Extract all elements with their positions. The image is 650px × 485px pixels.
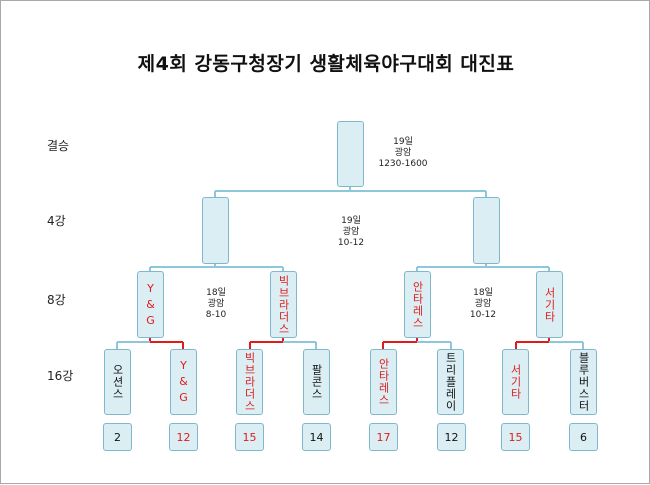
quarter-left-venue: 광암 [207, 299, 225, 309]
quarter-team-1-char-3: G [146, 313, 155, 327]
r16-team-box-8: 블루버스터 [570, 349, 597, 415]
quarter-team-box-4: 서기타 [536, 271, 563, 338]
round-label-semi: 4강 [47, 214, 66, 228]
quarter-left-time: 8-10 [205, 310, 227, 320]
r16-score-8: 6 [569, 423, 598, 451]
r16-team-3-name: 빅브라더스 [243, 352, 256, 412]
round-label-r16: 16강 [47, 369, 74, 383]
semi-time: 10-12 [337, 238, 365, 248]
r16-team-5-name: 안타레스 [377, 358, 390, 406]
r16-score-4: 14 [302, 423, 331, 451]
quarter-team-1-name: Y & G [146, 281, 155, 329]
quarter-right-venue: 광암 [474, 299, 492, 309]
r16-team-box-5: 안타레스 [370, 349, 397, 415]
r16-team-2-char-1: Y [180, 359, 187, 372]
r16-team-box-6: 트리플레이 [437, 349, 464, 415]
semi-venue: 광암 [342, 227, 360, 237]
semi-date: 19일 [341, 216, 361, 226]
r16-team-2-char-3: G [179, 391, 188, 404]
quarter-team-box-1: Y & G [137, 271, 164, 338]
r16-team-2-char-2: & [179, 375, 188, 388]
r16-team-2-name: Y & G [179, 358, 188, 406]
r16-team-box-3: 빅브라더스 [236, 349, 263, 415]
final-match-box [337, 121, 364, 187]
quarter-left-schedule-note: 18일 광암 8-10 [189, 288, 243, 321]
r16-score-7: 15 [501, 423, 530, 451]
quarter-right-date: 18일 [473, 288, 493, 298]
r16-score-1: 2 [103, 423, 132, 451]
semi-schedule-note: 19일 광암 10-12 [322, 216, 380, 249]
final-date: 19일 [393, 137, 413, 147]
quarter-right-schedule-note: 18일 광암 10-12 [455, 288, 511, 321]
quarter-team-1-char-2: & [146, 297, 155, 311]
final-venue: 광암 [394, 148, 412, 158]
final-time: 1230-1600 [378, 159, 428, 169]
page-title: 제4회 강동구청장기 생활체육야구대회 대진표 [137, 53, 515, 75]
r16-team-box-7: 서기타 [502, 349, 529, 415]
quarter-team-3-name: 안타레스 [411, 280, 424, 329]
final-schedule-note: 19일 광암 1230-1600 [373, 137, 433, 170]
r16-team-4-name: 팔콘스 [310, 364, 323, 400]
quarter-left-date: 18일 [206, 288, 226, 298]
r16-team-box-4: 팔콘스 [303, 349, 330, 415]
r16-team-6-name: 트리플레이 [444, 352, 457, 412]
r16-team-7-name: 서기타 [509, 364, 522, 400]
quarter-team-1-char-1: Y [147, 281, 154, 295]
quarter-team-box-2: 빅브라더스 [270, 271, 297, 338]
r16-team-1-name: 오션스 [111, 364, 124, 400]
r16-score-6: 12 [437, 423, 466, 451]
quarter-team-2-name: 빅브라더스 [277, 274, 290, 335]
semi-match-box-1 [202, 197, 229, 264]
quarter-team-box-3: 안타레스 [404, 271, 431, 338]
r16-team-8-name: 블루버스터 [577, 352, 590, 412]
r16-score-2: 12 [169, 423, 198, 451]
r16-team-box-1: 오션스 [104, 349, 131, 415]
r16-score-5: 17 [369, 423, 398, 451]
r16-score-3: 15 [235, 423, 264, 451]
quarter-team-4-name: 서기타 [543, 286, 556, 323]
quarter-right-time: 10-12 [469, 310, 497, 320]
r16-team-box-2: Y & G [170, 349, 197, 415]
round-label-quarter: 8강 [47, 293, 66, 307]
semi-match-box-2 [473, 197, 500, 264]
round-label-final: 결승 [47, 139, 70, 153]
